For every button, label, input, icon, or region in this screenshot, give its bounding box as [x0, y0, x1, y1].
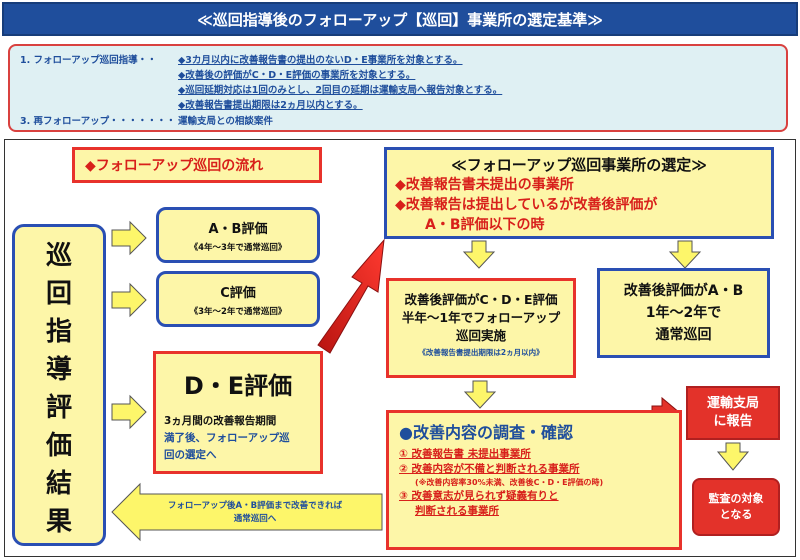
ab-sub: 《4年～3年で通常巡回》	[189, 242, 287, 253]
arrow-back-to-normal	[111, 482, 383, 542]
back-arrow-label: フォローアップ後A・B評価まで改善できれば 通常巡回へ	[130, 492, 380, 532]
criteria-item1-label: 1. フォローアップ巡回指導・・	[20, 55, 157, 66]
criteria-box: 1. フォローアップ巡回指導・・ ◆3カ月以内に改善報告書の提出のないD・E事業…	[8, 44, 788, 132]
report-to-bureau-box: 運輸支局 に報告	[686, 386, 780, 440]
arrow-down-middle	[463, 380, 497, 409]
ab-evaluation-box: A・B評価 《4年～3年で通常巡回》	[156, 207, 320, 263]
c-evaluation-box: C評価 《3年～2年で通常巡回》	[156, 271, 320, 327]
normal-line: 1年～2年で	[645, 305, 722, 321]
followup-sub: 《改善報告書提出期限は2ヵ月以内》	[418, 348, 544, 357]
audit-line: 監査の対象	[708, 492, 764, 505]
content-check-box: ●改善内容の調査・確認 ① 改善報告書 未提出事業所 ② 改善内容が不備と判断さ…	[386, 410, 682, 550]
back-label-line: 通常巡回へ	[233, 514, 277, 524]
normal-visit-box: 改善後評価がA・B 1年～2年で 通常巡回	[597, 268, 770, 358]
result-char: 評	[45, 393, 72, 423]
normal-line: 改善後評価がA・B	[623, 283, 744, 299]
content-title: ●改善内容の調査・確認	[399, 423, 573, 442]
de-evaluation-box: D・E評価 3ヵ月間の改善報告期間 満了後、フォローアップ巡 回の選定へ	[153, 351, 323, 474]
result-char: 結	[45, 469, 72, 499]
selection-title: ≪フォローアップ巡回事業所の選定≫	[451, 156, 707, 174]
selection-criteria-box: ≪フォローアップ巡回事業所の選定≫ ◆改善報告書未提出の事業所 ◆改善報告は提出…	[384, 147, 774, 239]
flow-label: ◆フォローアップ巡回の流れ	[72, 147, 322, 183]
followup-line: 半年～1年でフォローアップ	[401, 310, 561, 325]
arrow-down-right	[668, 240, 702, 269]
arrow-to-audit	[716, 442, 750, 471]
de-desc-line: 回の選定へ	[164, 449, 217, 461]
arrow-to-de	[111, 394, 147, 430]
result-column: 巡 回 指 導 評 価 結 果	[12, 224, 106, 546]
de-desc-line: 満了後、フォローアップ巡	[164, 432, 290, 444]
followup-line: 巡回実施	[455, 328, 506, 343]
ab-title: A・B評価	[208, 221, 268, 237]
normal-line: 通常巡回	[655, 327, 712, 343]
arrow-de-to-selection	[317, 238, 385, 354]
de-description: 3ヵ月間の改善報告期間 満了後、フォローアップ巡 回の選定へ	[164, 413, 312, 464]
de-desc-line: 3ヵ月間の改善報告期間	[164, 415, 277, 427]
result-char: 指	[45, 317, 72, 347]
criteria-item1-line3: ◆巡回延期対応は1回のみとし、2回目の延期は運輸支局へ報告対象とする。	[178, 85, 503, 96]
audit-line: となる	[719, 508, 753, 521]
content-item: ① 改善報告書 未提出事業所	[399, 448, 531, 460]
content-item: 判断される事業所	[415, 505, 499, 517]
content-item: ③ 改善意志が見られず疑義有りと	[399, 490, 559, 502]
criteria-item3-text: 運輸支局との相談案件	[178, 116, 273, 127]
page-title: ≪巡回指導後のフォローアップ【巡回】事業所の選定基準≫	[2, 2, 798, 36]
report-line: に報告	[713, 414, 753, 429]
result-char: 巡	[45, 241, 72, 271]
content-item: ② 改善内容が不備と判断される事業所	[399, 463, 580, 475]
criteria-item3-label: 3. 再フォローアップ・・・・・・・	[20, 116, 176, 127]
criteria-item1-line1: ◆3カ月以内に改善報告書の提出のないD・E事業所を対象とする。	[178, 55, 463, 66]
selection-line: ◆改善報告は提出しているが改善後評価が	[395, 197, 658, 213]
arrow-down-left	[462, 240, 496, 269]
c-sub: 《3年～2年で通常巡回》	[189, 306, 287, 317]
criteria-item1-line4: ◆改善報告書提出期限は2ヵ月以内とする。	[178, 100, 363, 111]
report-line: 運輸支局	[706, 396, 759, 411]
back-label-line: フォローアップ後A・B評価まで改善できれば	[167, 501, 343, 511]
result-char: 価	[45, 431, 72, 461]
audit-target-box: 監査の対象 となる	[692, 478, 780, 536]
c-title: C評価	[220, 285, 256, 301]
followup-line: 改善後評価がC・D・E評価	[404, 292, 558, 307]
result-char: 果	[45, 507, 72, 537]
arrow-to-c	[111, 282, 147, 318]
result-char: 回	[45, 279, 72, 309]
arrow-to-ab	[111, 220, 147, 256]
de-title: D・E評価	[183, 372, 293, 400]
selection-line: A・B評価以下の時	[425, 217, 545, 233]
selection-line: ◆改善報告書未提出の事業所	[395, 177, 574, 193]
result-char: 導	[45, 355, 72, 385]
flow-frame	[4, 139, 796, 557]
content-item-note: (※改善内容率30%未満、改善後C・D・E評価の時)	[415, 478, 604, 487]
followup-visit-box: 改善後評価がC・D・E評価 半年～1年でフォローアップ 巡回実施 《改善報告書提…	[386, 278, 576, 378]
criteria-item1-line2: ◆改善後の評価がC・D・E評価の事業所を対象とする。	[178, 70, 416, 81]
